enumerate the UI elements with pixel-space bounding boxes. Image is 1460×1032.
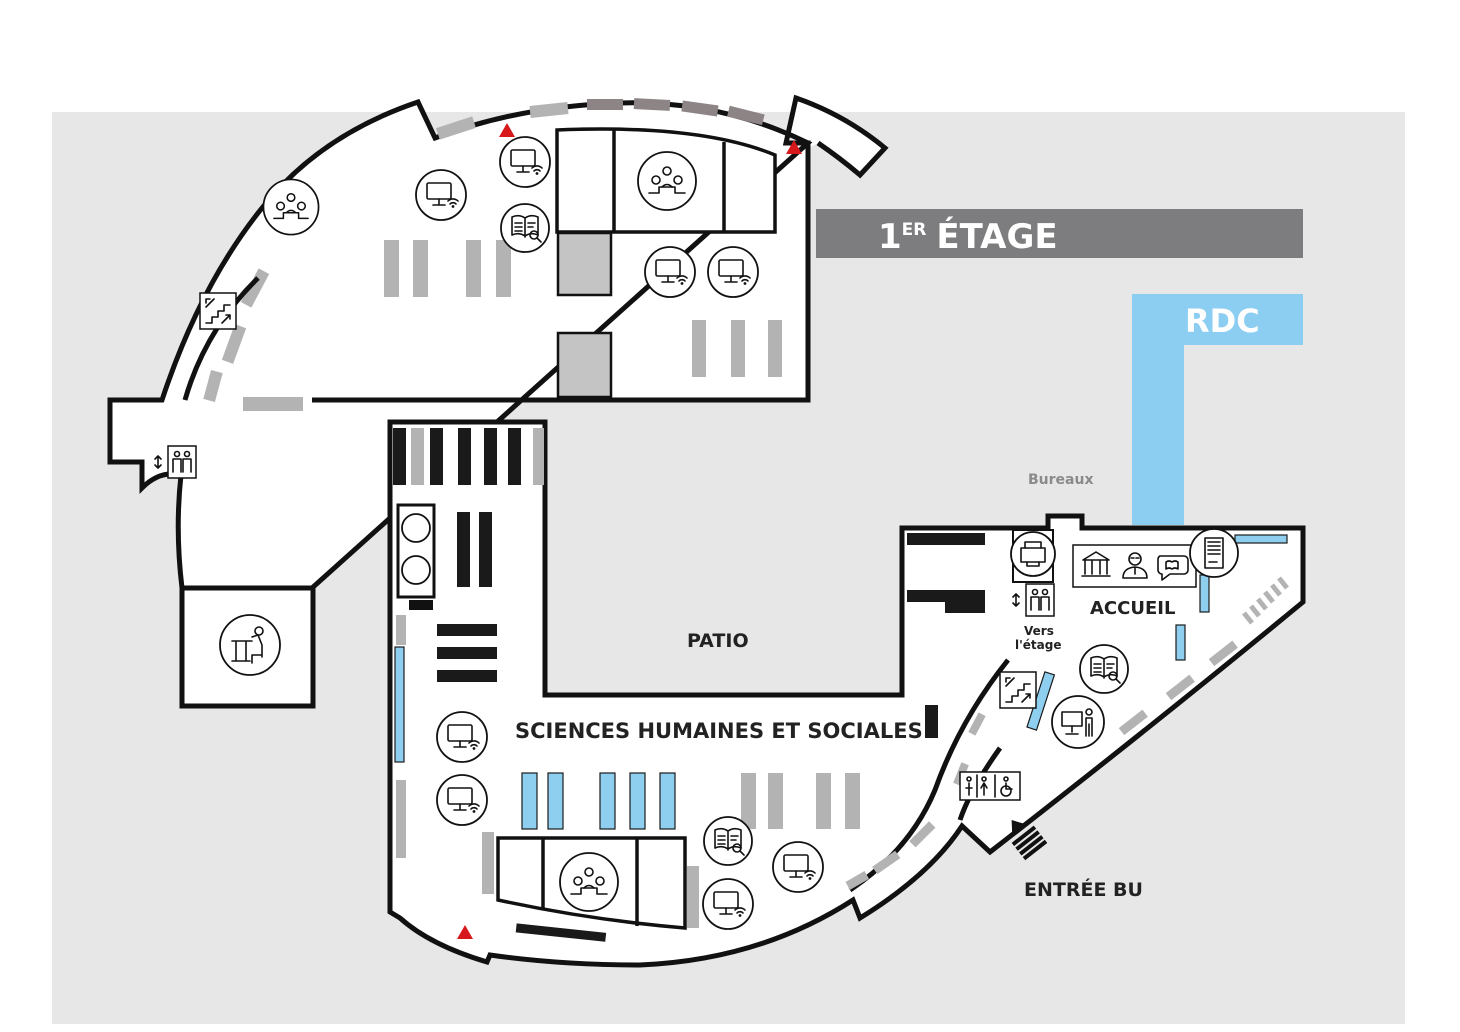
computer-wifi-icon[interactable] bbox=[772, 841, 824, 893]
entrance-arrow-icon[interactable] bbox=[1001, 811, 1048, 861]
computer-wifi-icon[interactable] bbox=[702, 878, 754, 930]
computer-wifi-icon[interactable] bbox=[415, 169, 467, 221]
photocopier-icon[interactable] bbox=[1010, 531, 1056, 577]
study-desk-icon[interactable] bbox=[219, 614, 281, 676]
sciences-label: SCIENCES HUMAINES ET SOCIALES bbox=[515, 719, 923, 743]
accueil-label: ACCUEIL bbox=[1090, 598, 1175, 619]
stairs-icon[interactable] bbox=[999, 671, 1037, 709]
first-floor-word: ÉTAGE bbox=[936, 216, 1057, 257]
entree-label: ENTRÉE BU bbox=[1024, 878, 1143, 901]
help-chat-icon bbox=[1157, 555, 1189, 581]
library-building-icon bbox=[1081, 551, 1111, 577]
computer-wifi-icon[interactable] bbox=[707, 246, 759, 298]
librarian-icon bbox=[1122, 552, 1148, 579]
first-floor-superscript: ER bbox=[902, 220, 927, 240]
first-floor-shelves bbox=[182, 98, 782, 411]
toilets-icon[interactable] bbox=[959, 771, 1021, 801]
first-floor-number: 1 bbox=[878, 217, 902, 257]
ground-floor-label: RDC bbox=[1185, 302, 1260, 340]
reading-catalog-icon[interactable] bbox=[500, 203, 550, 253]
first-floor-label: 1ER ÉTAGE bbox=[878, 216, 1058, 257]
ground-floor-band bbox=[1132, 294, 1303, 525]
computer-wifi-icon[interactable] bbox=[436, 711, 488, 763]
group-room-icon[interactable] bbox=[637, 151, 697, 211]
bureaux-label: Bureaux bbox=[1028, 472, 1093, 488]
computer-wifi-icon[interactable] bbox=[644, 246, 696, 298]
ground-floor-shelves bbox=[393, 428, 1289, 928]
group-room-icon[interactable] bbox=[262, 178, 320, 236]
first-floor-band bbox=[816, 209, 1303, 258]
group-room-icon[interactable] bbox=[559, 852, 619, 912]
computer-wifi-icon[interactable] bbox=[436, 774, 488, 826]
vers-etage-label-1: Vers bbox=[1024, 624, 1054, 638]
patio-label: PATIO bbox=[687, 630, 749, 652]
stairs-icon[interactable] bbox=[199, 292, 237, 330]
vers-etage-label-2: l'étage bbox=[1015, 638, 1062, 652]
reading-catalog-icon[interactable] bbox=[1079, 644, 1129, 694]
presentation-screen-icon[interactable] bbox=[1051, 695, 1105, 749]
vending-machine-icon[interactable] bbox=[1189, 528, 1239, 578]
reading-catalog-icon[interactable] bbox=[703, 816, 753, 866]
ground-floor-study-pods bbox=[396, 503, 436, 610]
computer-wifi-icon[interactable] bbox=[499, 136, 551, 188]
